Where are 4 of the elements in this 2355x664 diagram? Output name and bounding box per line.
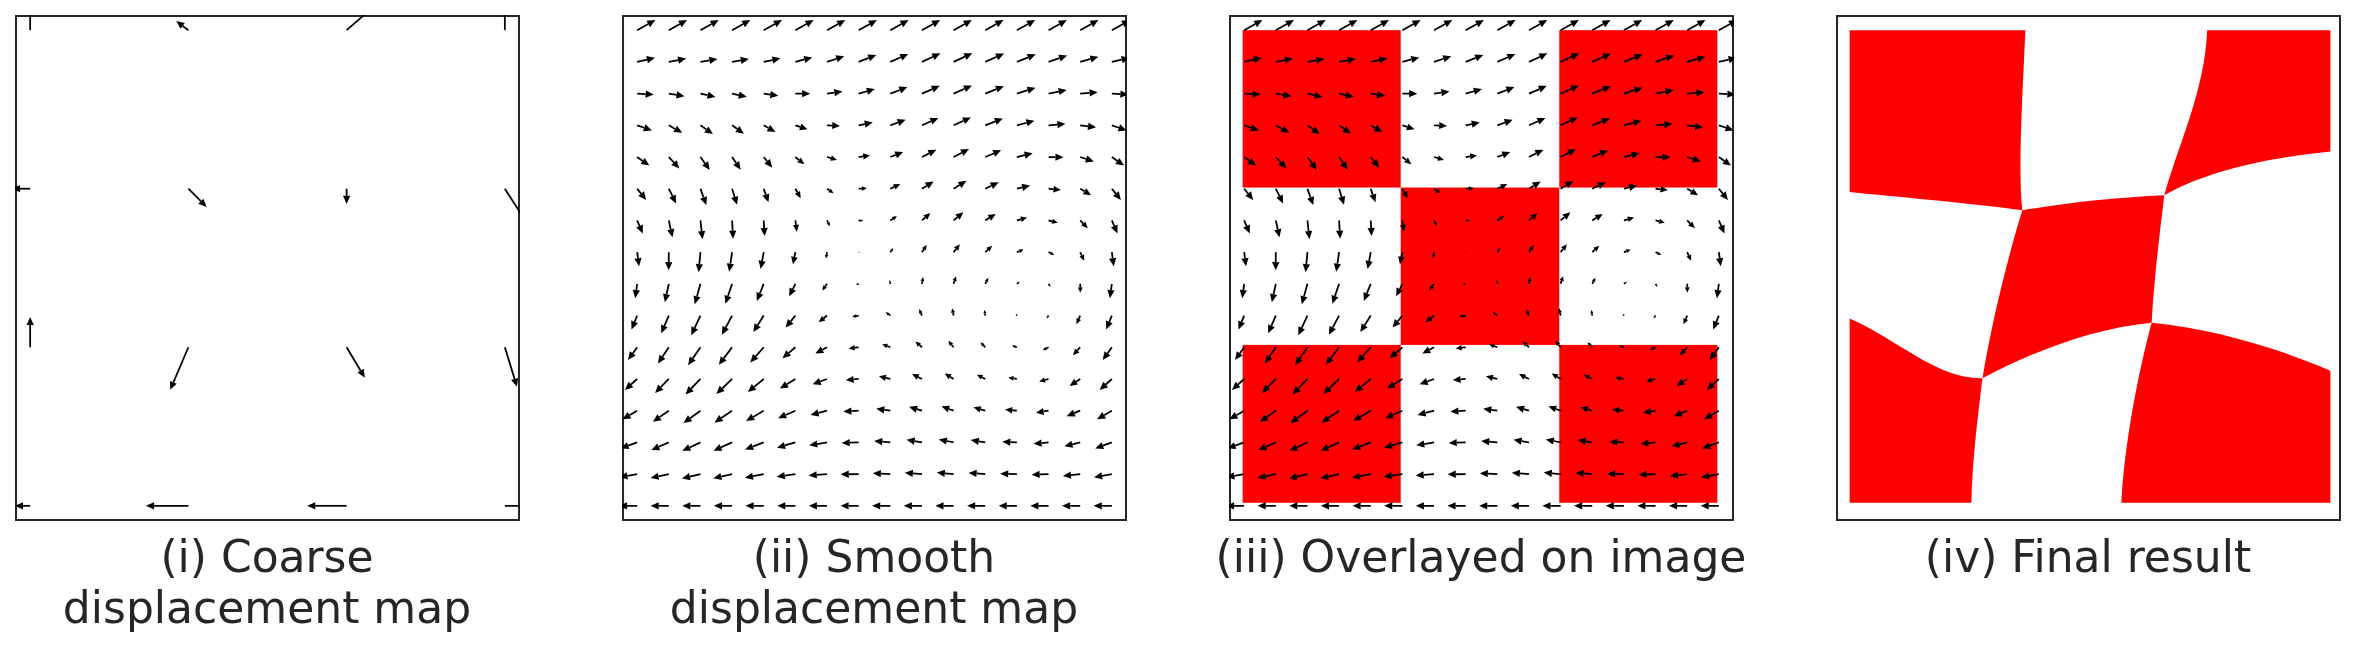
panel-caption: (iii) Overlayed on image bbox=[1215, 532, 1747, 583]
panel-caption: (i) Coarse displacement map bbox=[61, 532, 473, 634]
panel-caption: (ii) Smooth displacement map bbox=[668, 532, 1080, 634]
panel-caption: (iv) Final result bbox=[1924, 532, 2252, 583]
